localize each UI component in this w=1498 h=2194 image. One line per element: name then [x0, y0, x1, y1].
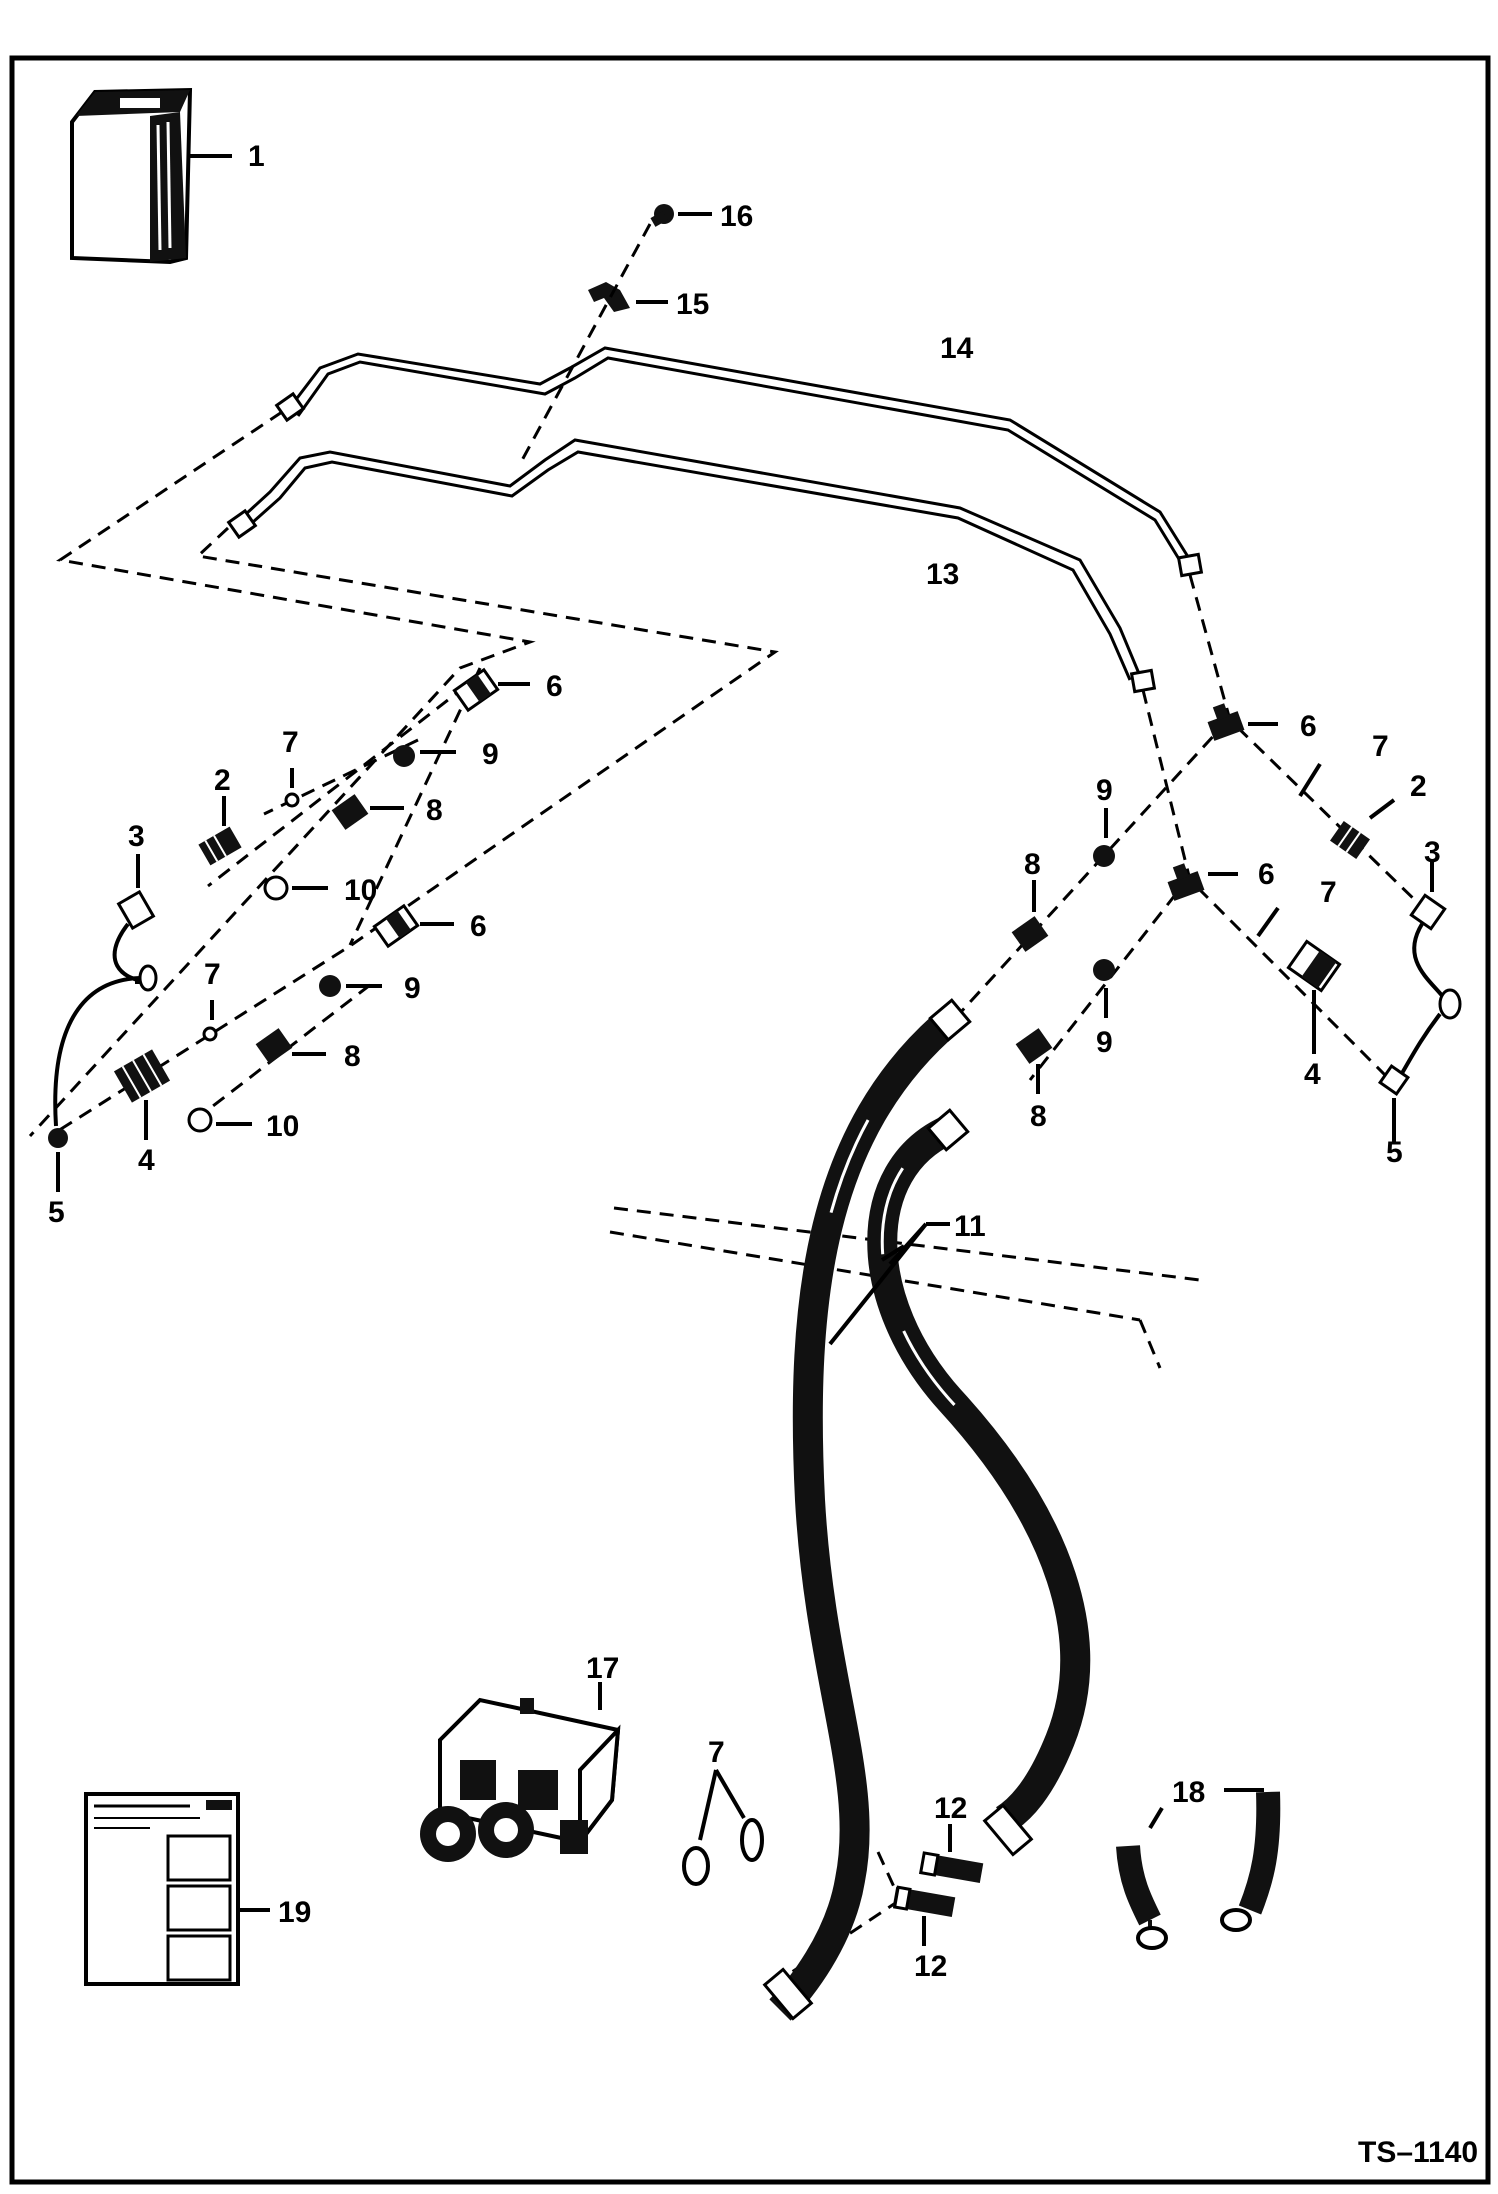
part-decal-19 — [84, 1792, 270, 1986]
callout-7: 7 — [708, 1736, 725, 1769]
drawing-reference: TS–1140 — [1358, 2136, 1478, 2169]
callout-11: 11 — [954, 1210, 986, 1243]
tube-lines — [233, 346, 1192, 681]
callout-12: 12 — [914, 1950, 947, 1983]
callout-5: 5 — [48, 1196, 65, 1229]
part-fittings-12 — [892, 1824, 984, 1946]
callout-12: 12 — [934, 1792, 967, 1825]
callout-10: 10 — [266, 1110, 299, 1143]
callout-6: 6 — [470, 910, 487, 943]
part-clamp-15 — [588, 282, 668, 312]
page-frame — [9, 55, 1491, 2185]
left-fittings — [48, 667, 530, 1192]
callout-10: 10 — [344, 874, 377, 907]
callout-15: 15 — [676, 288, 709, 321]
callout-9: 9 — [404, 972, 421, 1005]
callout-16: 16 — [720, 200, 753, 233]
callout-7: 7 — [282, 726, 299, 759]
part-o-rings-7 — [682, 1768, 764, 1886]
callout-4: 4 — [1304, 1058, 1321, 1091]
callout-17: 17 — [586, 1652, 619, 1685]
callout-5: 5 — [1386, 1136, 1403, 1169]
callout-8: 8 — [1030, 1100, 1047, 1133]
callout-7: 7 — [1320, 876, 1337, 909]
callout-9: 9 — [1096, 1026, 1113, 1059]
callout-6: 6 — [1258, 858, 1275, 891]
callout-18: 18 — [1172, 1776, 1205, 1809]
callout-8: 8 — [1024, 848, 1041, 881]
part-valve-block-17 — [420, 1682, 621, 1862]
callout-8: 8 — [426, 794, 443, 827]
callout-6: 6 — [546, 670, 563, 703]
callout-2: 2 — [1410, 770, 1427, 803]
right-fittings — [1011, 703, 1462, 1142]
part-hoses-18 — [1116, 1788, 1281, 1950]
callout-14: 14 — [940, 332, 974, 365]
callout-13: 13 — [926, 558, 959, 591]
callout-8: 8 — [344, 1040, 361, 1073]
callout-9: 9 — [482, 738, 499, 771]
callout-6: 6 — [1300, 710, 1317, 743]
callout-19: 19 — [278, 1896, 311, 1929]
callout-7: 7 — [1372, 730, 1389, 763]
callout-1: 1 — [248, 140, 265, 173]
callout-4: 4 — [138, 1144, 155, 1177]
callout-7: 7 — [204, 958, 221, 991]
callout-9: 9 — [1096, 774, 1113, 807]
callout-3: 3 — [1424, 836, 1441, 869]
callout-3: 3 — [128, 820, 145, 853]
tube-end-nuts — [226, 391, 1204, 694]
callout-2: 2 — [214, 764, 231, 797]
hoses — [762, 998, 1091, 2021]
assembly-dashes — [28, 223, 1422, 1982]
part-box — [70, 87, 232, 265]
part-capscrew-16 — [650, 204, 712, 227]
